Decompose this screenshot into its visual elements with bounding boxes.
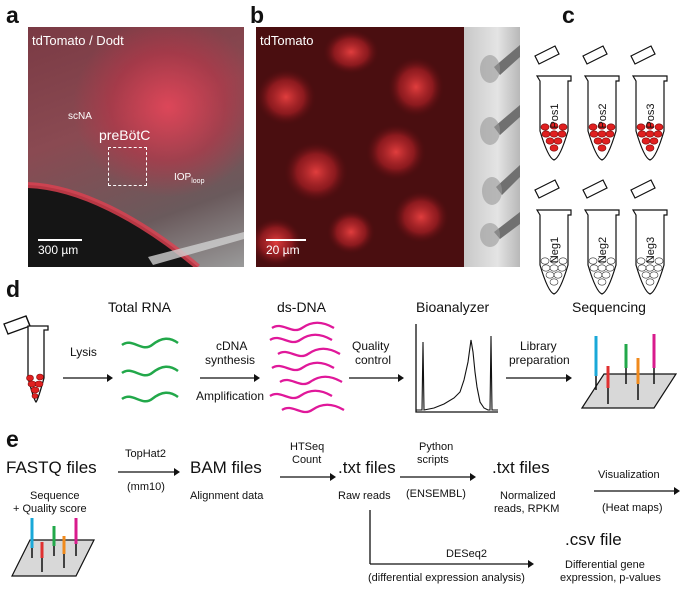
scalebar-a: [38, 239, 82, 241]
deseq-sub: (differential expression analysis): [368, 572, 525, 584]
scalebar-b: [266, 239, 306, 241]
positive-tube-label: Pos3: [645, 103, 657, 128]
positive-sample-tube: Pos1: [534, 45, 572, 161]
positive-tube-label: Pos2: [597, 103, 609, 128]
patch-pipettes: [480, 45, 520, 247]
arrow-quality-label-1: Quality: [352, 339, 390, 353]
tophat-label: TopHat2: [125, 448, 166, 460]
arrow-amplification-label: Amplification: [196, 389, 265, 403]
label-iop-text: IOP: [174, 172, 192, 183]
micrograph-tdtomato-dodt: tdTomato / Dodt scNA preBötC IOPloop 300…: [28, 27, 244, 267]
ds-dna-strand: [271, 321, 335, 332]
step-sequencing: Sequencing: [572, 299, 646, 315]
ds-dna-strand: [269, 389, 333, 400]
txt-files-normalized-sub-2: reads, RPKM: [494, 503, 560, 515]
arrow-deseq: [369, 510, 534, 568]
fastq-reads-flowcell: [11, 518, 95, 577]
fastq-sub-2: + Quality score: [13, 503, 87, 515]
txt-files-raw-title: .txt files: [338, 458, 396, 477]
panel-letter-e: e: [6, 426, 19, 452]
htseq-label-1: HTSeq: [290, 441, 325, 453]
prebotc-roi-box: [108, 147, 147, 186]
ds-dna-strand: [277, 347, 341, 358]
arrow-cdna: [200, 374, 260, 382]
step-bioanalyzer: Bioanalyzer: [416, 299, 490, 315]
step-total-rna: Total RNA: [108, 299, 172, 315]
python-label-2: scripts: [417, 454, 449, 466]
label-scna: scNA: [68, 111, 92, 122]
tophat-sub: (mm10): [127, 481, 165, 493]
ds-dna-strand: [281, 403, 345, 414]
panel-letter-a: a: [6, 2, 19, 28]
micrograph-dodt-pipettes: [464, 27, 520, 267]
negative-tube-label: Neg1: [549, 237, 561, 263]
arrow-library: [506, 374, 572, 382]
panel-b-title: tdTomato: [260, 33, 314, 48]
visualization-label: Visualization: [598, 469, 660, 481]
arrow-tophat: [118, 468, 180, 476]
arrow-cdna-label-1: cDNA: [216, 339, 248, 353]
arrow-lysis-label: Lysis: [70, 345, 97, 359]
bam-files-title: BAM files: [190, 458, 262, 477]
label-prebotc: preBötC: [99, 127, 151, 143]
tdtomato-cells: [256, 27, 464, 267]
positive-sample-tube: Pos2: [582, 45, 620, 161]
deseq-label: DESeq2: [446, 548, 487, 560]
bioanalyzer-trace: [415, 324, 498, 413]
panel-letter-c: c: [562, 2, 575, 28]
sequencing-flowcell: [580, 334, 678, 409]
positive-sample-tube: Pos3: [630, 45, 668, 161]
negative-sample-tube: Neg3: [630, 179, 668, 295]
csv-file-title: .csv file: [565, 530, 622, 549]
arrow-htseq: [280, 473, 336, 481]
micrograph-tdtomato: tdTomato 20 µm: [256, 27, 464, 267]
txt-files-normalized-sub-1: Normalized: [500, 490, 556, 502]
htseq-label-2: Count: [292, 454, 322, 466]
scalebar-a-label: 300 µm: [38, 243, 79, 257]
tissue-edge: [28, 182, 244, 267]
arrow-library-label-1: Library: [520, 339, 557, 353]
visualization-sub: (Heat maps): [602, 502, 663, 514]
negative-tube-label: Neg3: [645, 237, 657, 263]
ds-dna-strand: [269, 333, 333, 344]
ds-dna-strands: [269, 321, 345, 414]
negative-sample-tube: Neg1: [534, 179, 572, 295]
negative-sample-tube: Neg2: [582, 179, 620, 295]
txt-files-raw-sub: Raw reads: [338, 490, 391, 502]
bam-sub: Alignment data: [190, 490, 264, 502]
arrow-quality-label-2: control: [355, 353, 392, 367]
fastq-sub-1: Sequence: [30, 490, 80, 502]
arrow-visualization: [594, 487, 680, 495]
panel-a-title: tdTomato / Dodt: [32, 33, 124, 48]
arrow-lysis: [63, 374, 113, 382]
panel-letter-b: b: [250, 2, 265, 28]
python-label-1: Python: [419, 441, 454, 453]
ds-dna-strand: [271, 361, 335, 372]
csv-sub-2: expression, p-values: [560, 572, 661, 584]
arrow-quality: [349, 374, 404, 382]
negative-tube-label: Neg2: [597, 237, 609, 263]
txt-files-normalized-title: .txt files: [492, 458, 550, 477]
lysis-tube: [3, 315, 49, 403]
step-ds-dna: ds-DNA: [277, 299, 327, 315]
scalebar-b-label: 20 µm: [266, 243, 300, 257]
label-iop: IOPloop: [174, 172, 204, 185]
arrow-python: [400, 473, 476, 481]
fastq-files-title: FASTQ files: [6, 458, 97, 477]
panel-letter-d: d: [6, 276, 21, 302]
label-iop-subscript: loop: [191, 178, 205, 185]
arrow-library-label-2: preparation: [509, 353, 570, 367]
csv-sub-1: Differential gene: [565, 559, 645, 571]
arrow-cdna-label-2: synthesis: [205, 353, 256, 367]
rna-strands: [121, 337, 179, 403]
python-sub: (ENSEMBL): [406, 488, 466, 500]
positive-tube-label: Pos1: [549, 103, 561, 128]
ds-dna-strand: [279, 375, 343, 386]
